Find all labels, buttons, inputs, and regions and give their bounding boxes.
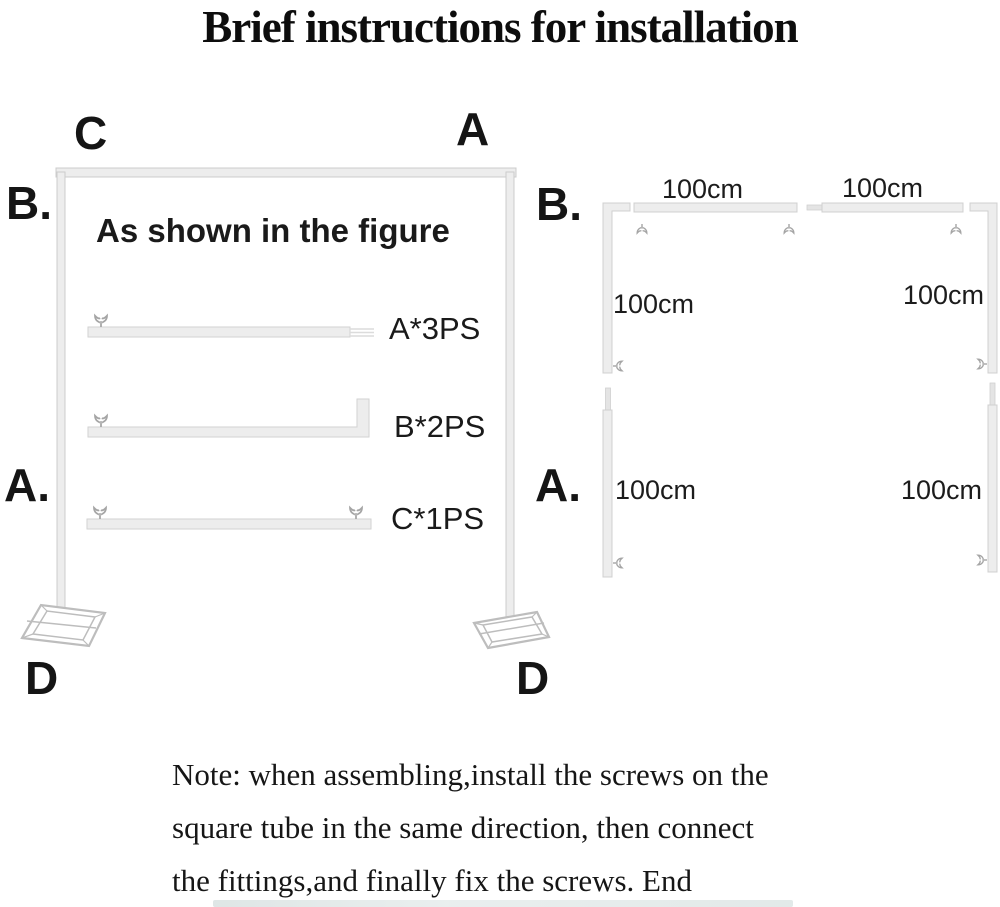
label-corner-c: C xyxy=(74,107,108,159)
dim-leg-right: 100cm xyxy=(901,475,983,505)
part-bar-b xyxy=(87,398,370,438)
label-side-b-left: B. xyxy=(6,177,52,229)
wing-screw-icon xyxy=(612,360,623,372)
part-bar-c xyxy=(86,506,372,530)
bar-a-prongs xyxy=(350,328,374,337)
part-count-b: B*2PS xyxy=(394,409,486,444)
wing-screw-icon xyxy=(93,506,107,520)
wing-screw-icon xyxy=(977,554,988,566)
exploded-parts-diagram xyxy=(602,202,998,578)
leg-tube-right xyxy=(987,382,998,573)
label-section-b: B. xyxy=(536,178,582,230)
note-line-2: square tube in the same direction, then … xyxy=(172,810,754,845)
wing-screw-icon xyxy=(977,358,988,370)
label-base-d-right: D xyxy=(516,652,550,704)
wing-screw-icon xyxy=(950,223,962,234)
assembly-note: Note: when assembling,install the screws… xyxy=(172,748,872,907)
top-tube-2 xyxy=(821,202,964,213)
frame-left-pole xyxy=(56,171,66,631)
page-title: Brief instructions for installation xyxy=(202,2,798,52)
frame-top-bar xyxy=(55,167,517,178)
wing-screw-icon xyxy=(349,506,363,520)
corner-piece-right xyxy=(969,202,998,374)
note-line-3: the fittings,and finally fix the screws.… xyxy=(172,863,692,898)
wing-screw-icon xyxy=(612,557,623,569)
part-count-a: A*3PS xyxy=(389,311,481,346)
dim-corner-right: 100cm xyxy=(903,280,985,310)
label-side-a-left: A. xyxy=(4,459,50,511)
label-base-d-left: D xyxy=(25,652,59,704)
label-corner-a: A xyxy=(456,103,490,155)
part-bar-a xyxy=(87,314,374,338)
corner-piece-left xyxy=(602,202,631,374)
frame-right-pole xyxy=(505,171,515,624)
dim-top-tube-2: 100cm xyxy=(842,173,924,203)
assembled-frame-figure xyxy=(20,167,551,650)
dim-top-tube-1: 100cm xyxy=(662,174,744,204)
figure-caption: As shown in the figure xyxy=(96,212,450,249)
dim-leg-left: 100cm xyxy=(615,475,697,505)
wing-screw-icon xyxy=(94,414,108,428)
wing-screw-icon xyxy=(636,223,648,234)
wing-screw-icon xyxy=(783,223,795,234)
base-right-figure xyxy=(472,610,551,650)
part-count-c: C*1PS xyxy=(391,501,485,536)
note-line-1: Note: when assembling,install the screws… xyxy=(172,757,769,792)
wing-screw-icon xyxy=(94,314,108,328)
bottom-edge-artifact xyxy=(213,900,793,907)
label-section-a: A. xyxy=(535,459,581,511)
base-left-figure xyxy=(20,603,107,648)
leg-tube-left xyxy=(602,387,613,578)
dim-corner-left: 100cm xyxy=(613,289,695,319)
top-tube-1 xyxy=(633,202,798,213)
top-tube-2-tenon xyxy=(806,204,824,211)
